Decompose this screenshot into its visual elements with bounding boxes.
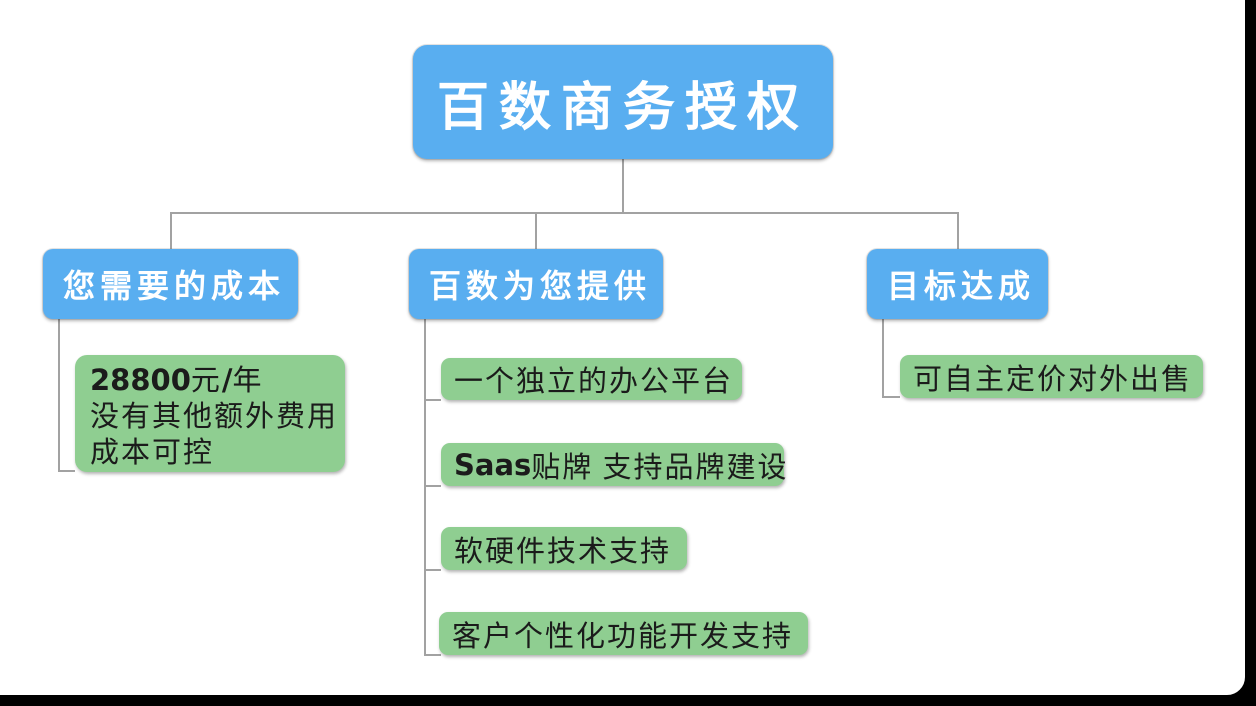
- connector-goal-trunk: [882, 319, 884, 398]
- connector-root-trunk: [622, 159, 624, 213]
- connector-provide-stub-2: [424, 485, 441, 487]
- branch-goal-label: 目标达成: [887, 268, 1036, 304]
- leaf-provide-tech-support[interactable]: 软硬件技术支持: [441, 527, 687, 570]
- branch-goal-node[interactable]: 目标达成: [867, 249, 1048, 319]
- branch-cost-label: 您需要的成本: [63, 268, 286, 304]
- branch-provide-label: 百数为您提供: [429, 268, 652, 304]
- leaf-goal-resell[interactable]: 可自主定价对外出售: [900, 355, 1203, 398]
- cost-line-no-extra: 没有其他额外费用: [90, 401, 339, 433]
- cost-line-price: 28800元/年: [90, 363, 264, 397]
- root-label: 百数商务授权: [436, 79, 809, 137]
- connector-cost-stub: [58, 470, 75, 472]
- leaf-provide-platform[interactable]: 一个独立的办公平台: [441, 358, 742, 400]
- leaf-cost-detail[interactable]: 28800元/年 没有其他额外费用 成本可控: [75, 355, 345, 472]
- connector-cost-trunk: [58, 319, 60, 472]
- branch-cost-node[interactable]: 您需要的成本: [43, 249, 298, 319]
- branch-provide-node[interactable]: 百数为您提供: [409, 249, 663, 319]
- connector-drop-provide: [535, 212, 537, 250]
- connector-main-horizontal: [170, 212, 959, 214]
- root-node[interactable]: 百数商务授权: [413, 45, 833, 159]
- connector-provide-stub-1: [424, 399, 441, 401]
- connector-provide-trunk: [424, 319, 426, 656]
- connector-goal-stub: [882, 396, 900, 398]
- leaf-provide-custom-dev[interactable]: 客户个性化功能开发支持: [439, 612, 808, 655]
- connector-drop-goal: [957, 212, 959, 250]
- connector-provide-stub-4: [424, 654, 441, 656]
- connector-provide-stub-3: [424, 569, 441, 571]
- cost-line-controllable: 成本可控: [90, 437, 215, 469]
- connector-drop-cost: [170, 212, 172, 250]
